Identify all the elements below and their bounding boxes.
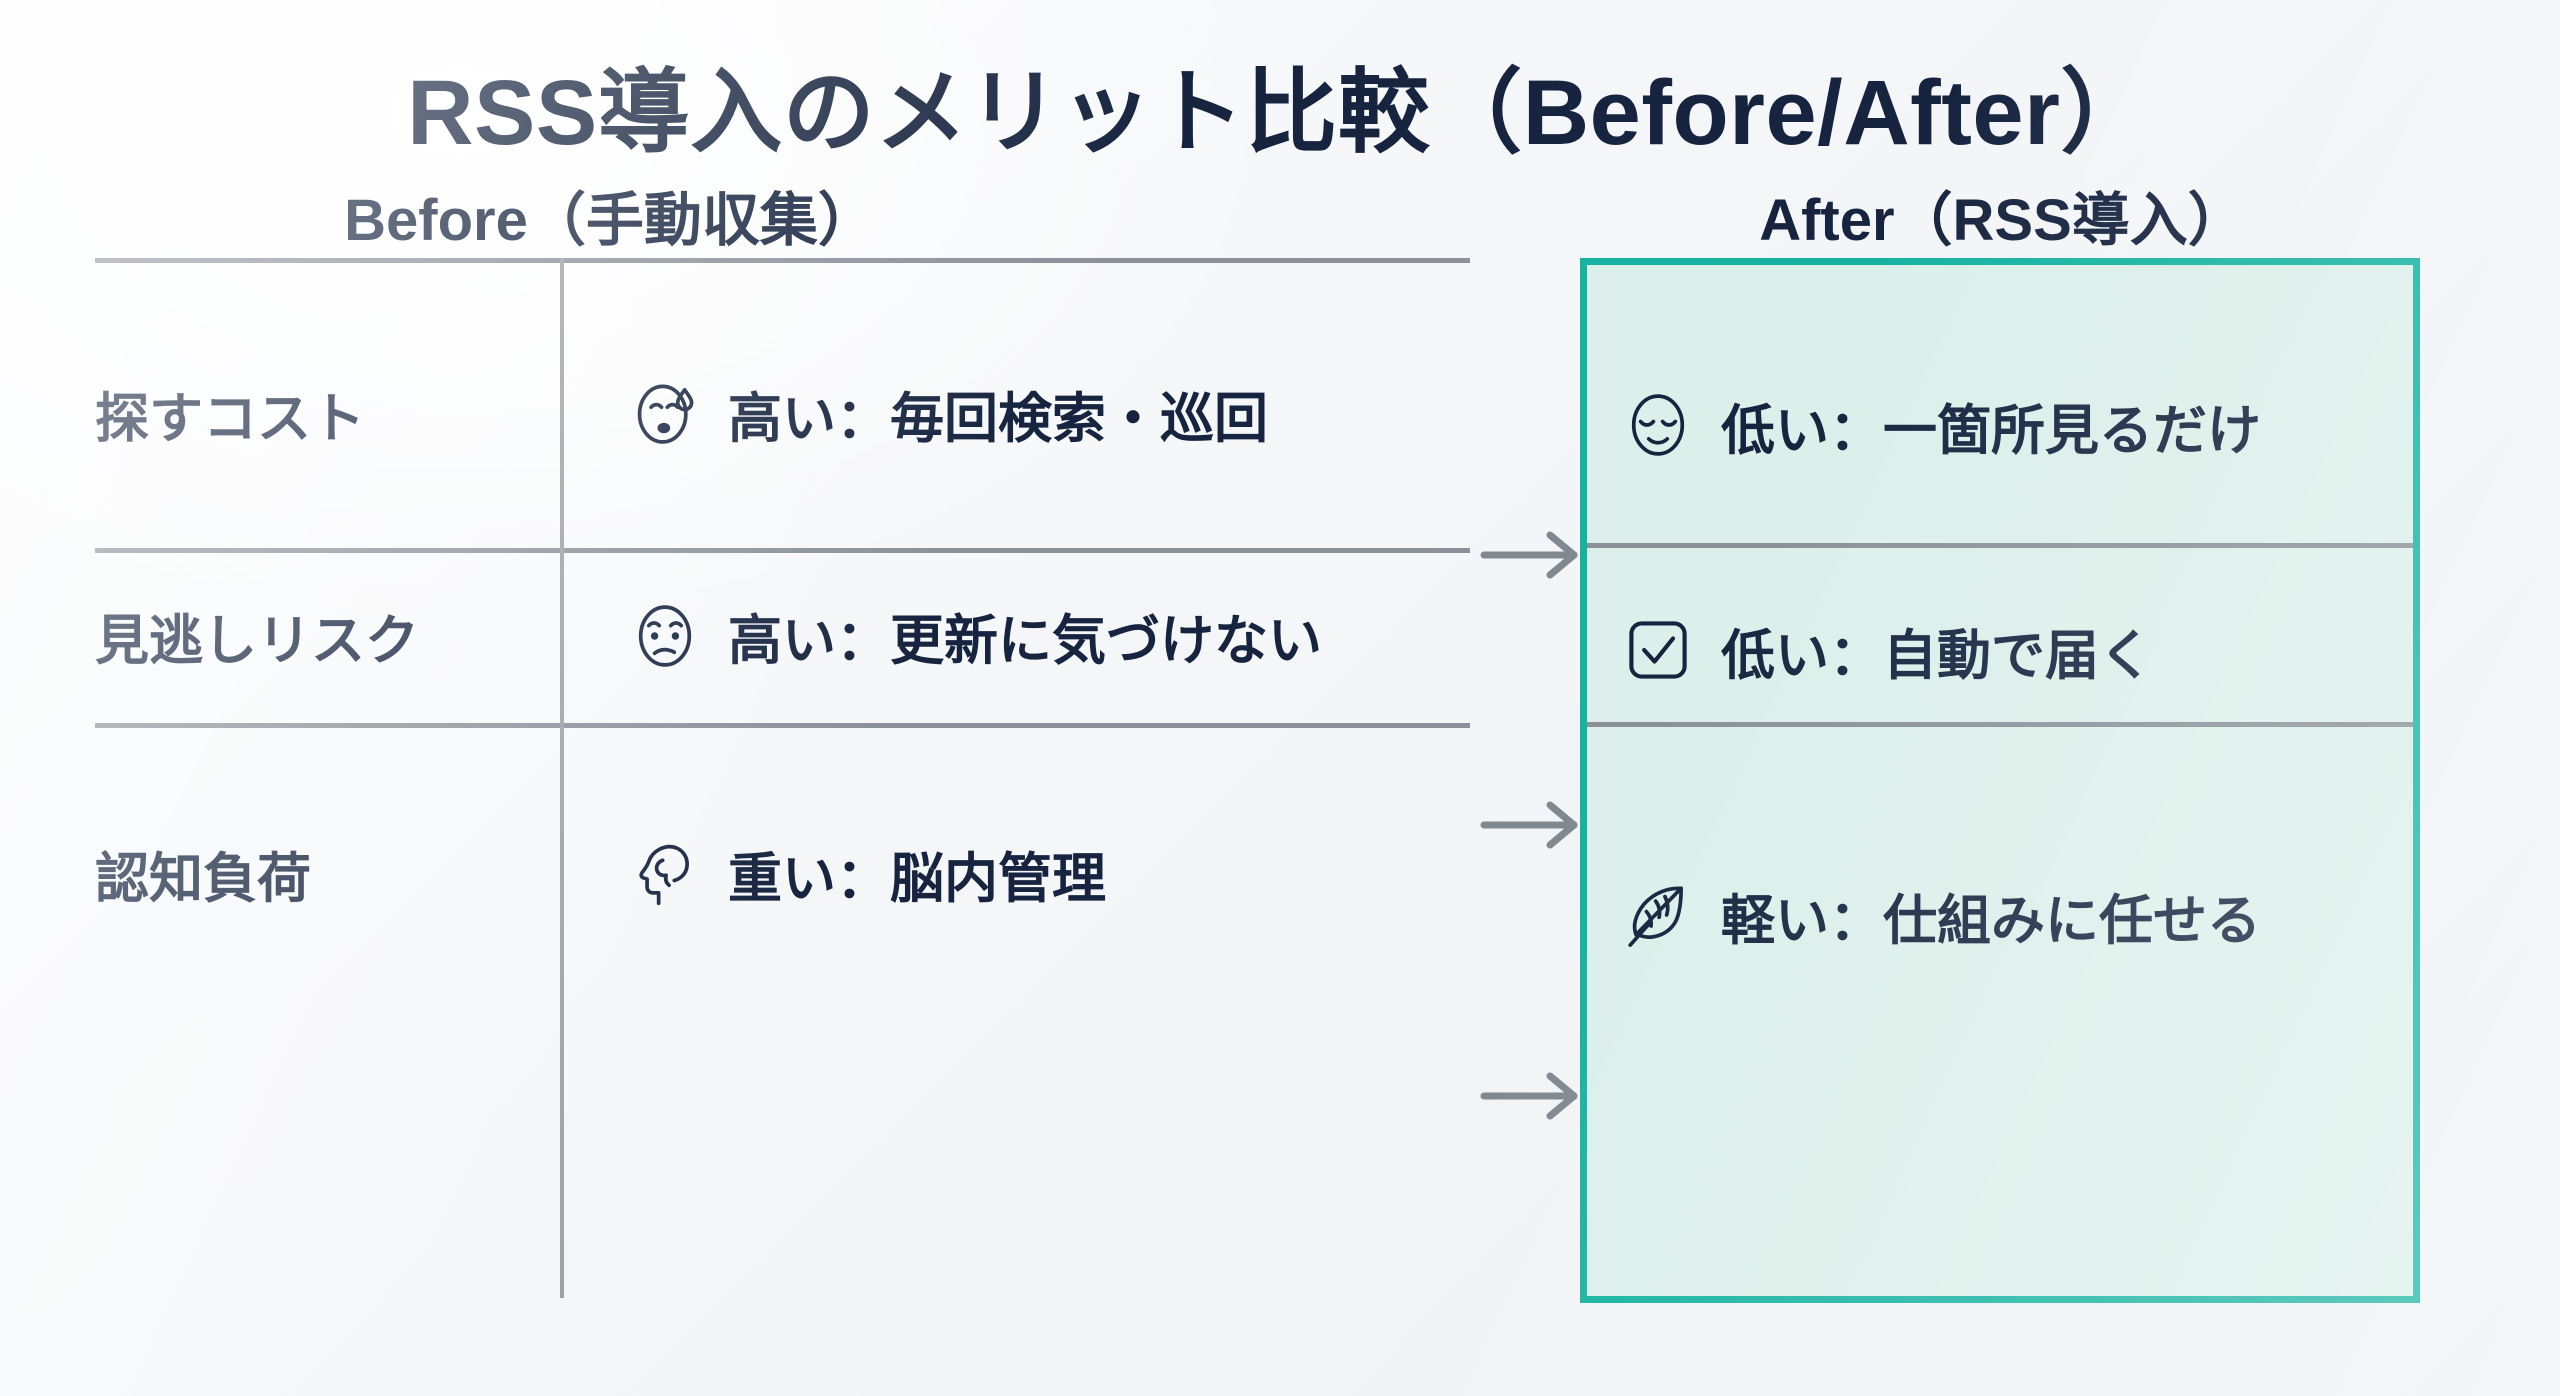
after-cell-miss-risk: 低い：自動で届く <box>1587 555 2413 745</box>
after-text-cognitive-load: 軽い：仕組みに任せる <box>1721 890 2261 951</box>
after-rule-2 <box>1587 722 2413 727</box>
row-label-miss-risk: 見逃しリスク <box>95 611 419 671</box>
transition-arrow-icon <box>1478 527 1588 583</box>
row-label-search-cost: 探すコスト <box>95 388 365 449</box>
table-row: 探すコスト 高い：毎回検索・巡回 <box>95 278 1470 548</box>
transition-arrow-icon <box>1478 797 1588 853</box>
before-text-cognitive-load: 重い：脳内管理 <box>728 848 1106 909</box>
column-header-after: After（RSS導入） <box>1759 188 2246 253</box>
after-panel: 低い：一箇所見るだけ 低い：自動で届く <box>1580 258 2420 1303</box>
table-rule-top <box>95 258 1470 263</box>
before-text-search-cost: 高い：毎回検索・巡回 <box>728 388 1268 449</box>
transition-arrow-icon <box>1478 1068 1588 1124</box>
relieved-face-icon <box>1621 388 1695 462</box>
after-text-search-cost: 低い：一箇所見るだけ <box>1721 400 2261 461</box>
after-rule-1 <box>1587 543 2413 548</box>
row-label-cognitive-load: 認知負荷 <box>95 848 311 909</box>
confused-face-icon <box>628 599 702 673</box>
table-rule-mid2 <box>95 723 1470 728</box>
check-box-icon <box>1621 613 1695 687</box>
after-text-miss-risk: 低い：自動で届く <box>1721 625 2153 686</box>
feather-icon <box>1621 878 1695 952</box>
before-cell-miss-risk: 高い：更新に気づけない <box>560 596 1470 675</box>
head-with-brain-icon <box>628 836 702 910</box>
table-row: 見逃しリスク 高い：更新に気づけない <box>95 548 1470 723</box>
after-cell-search-cost: 低い：一箇所見るだけ <box>1587 310 2413 540</box>
face-with-cold-sweat-icon <box>628 376 702 450</box>
table-row: 認知負荷 重い：脳内管理 <box>95 723 1470 1023</box>
before-text-miss-risk: 高い：更新に気づけない <box>728 611 1322 671</box>
after-cell-cognitive-load: 軽い：仕組みに任せる <box>1587 785 2413 1045</box>
before-cell-cognitive-load: 重い：脳内管理 <box>560 834 1470 913</box>
column-header-before: Before（手動収集） <box>344 188 876 253</box>
before-table: 探すコスト 高い：毎回検索・巡回 見逃しリスク <box>95 258 1470 1300</box>
before-cell-search-cost: 高い：毎回検索・巡回 <box>560 374 1470 453</box>
table-rule-mid1 <box>95 548 1470 553</box>
table-column-divider <box>560 258 564 1298</box>
page-title: RSS導入のメリット比較（Before/After） <box>407 62 2153 164</box>
